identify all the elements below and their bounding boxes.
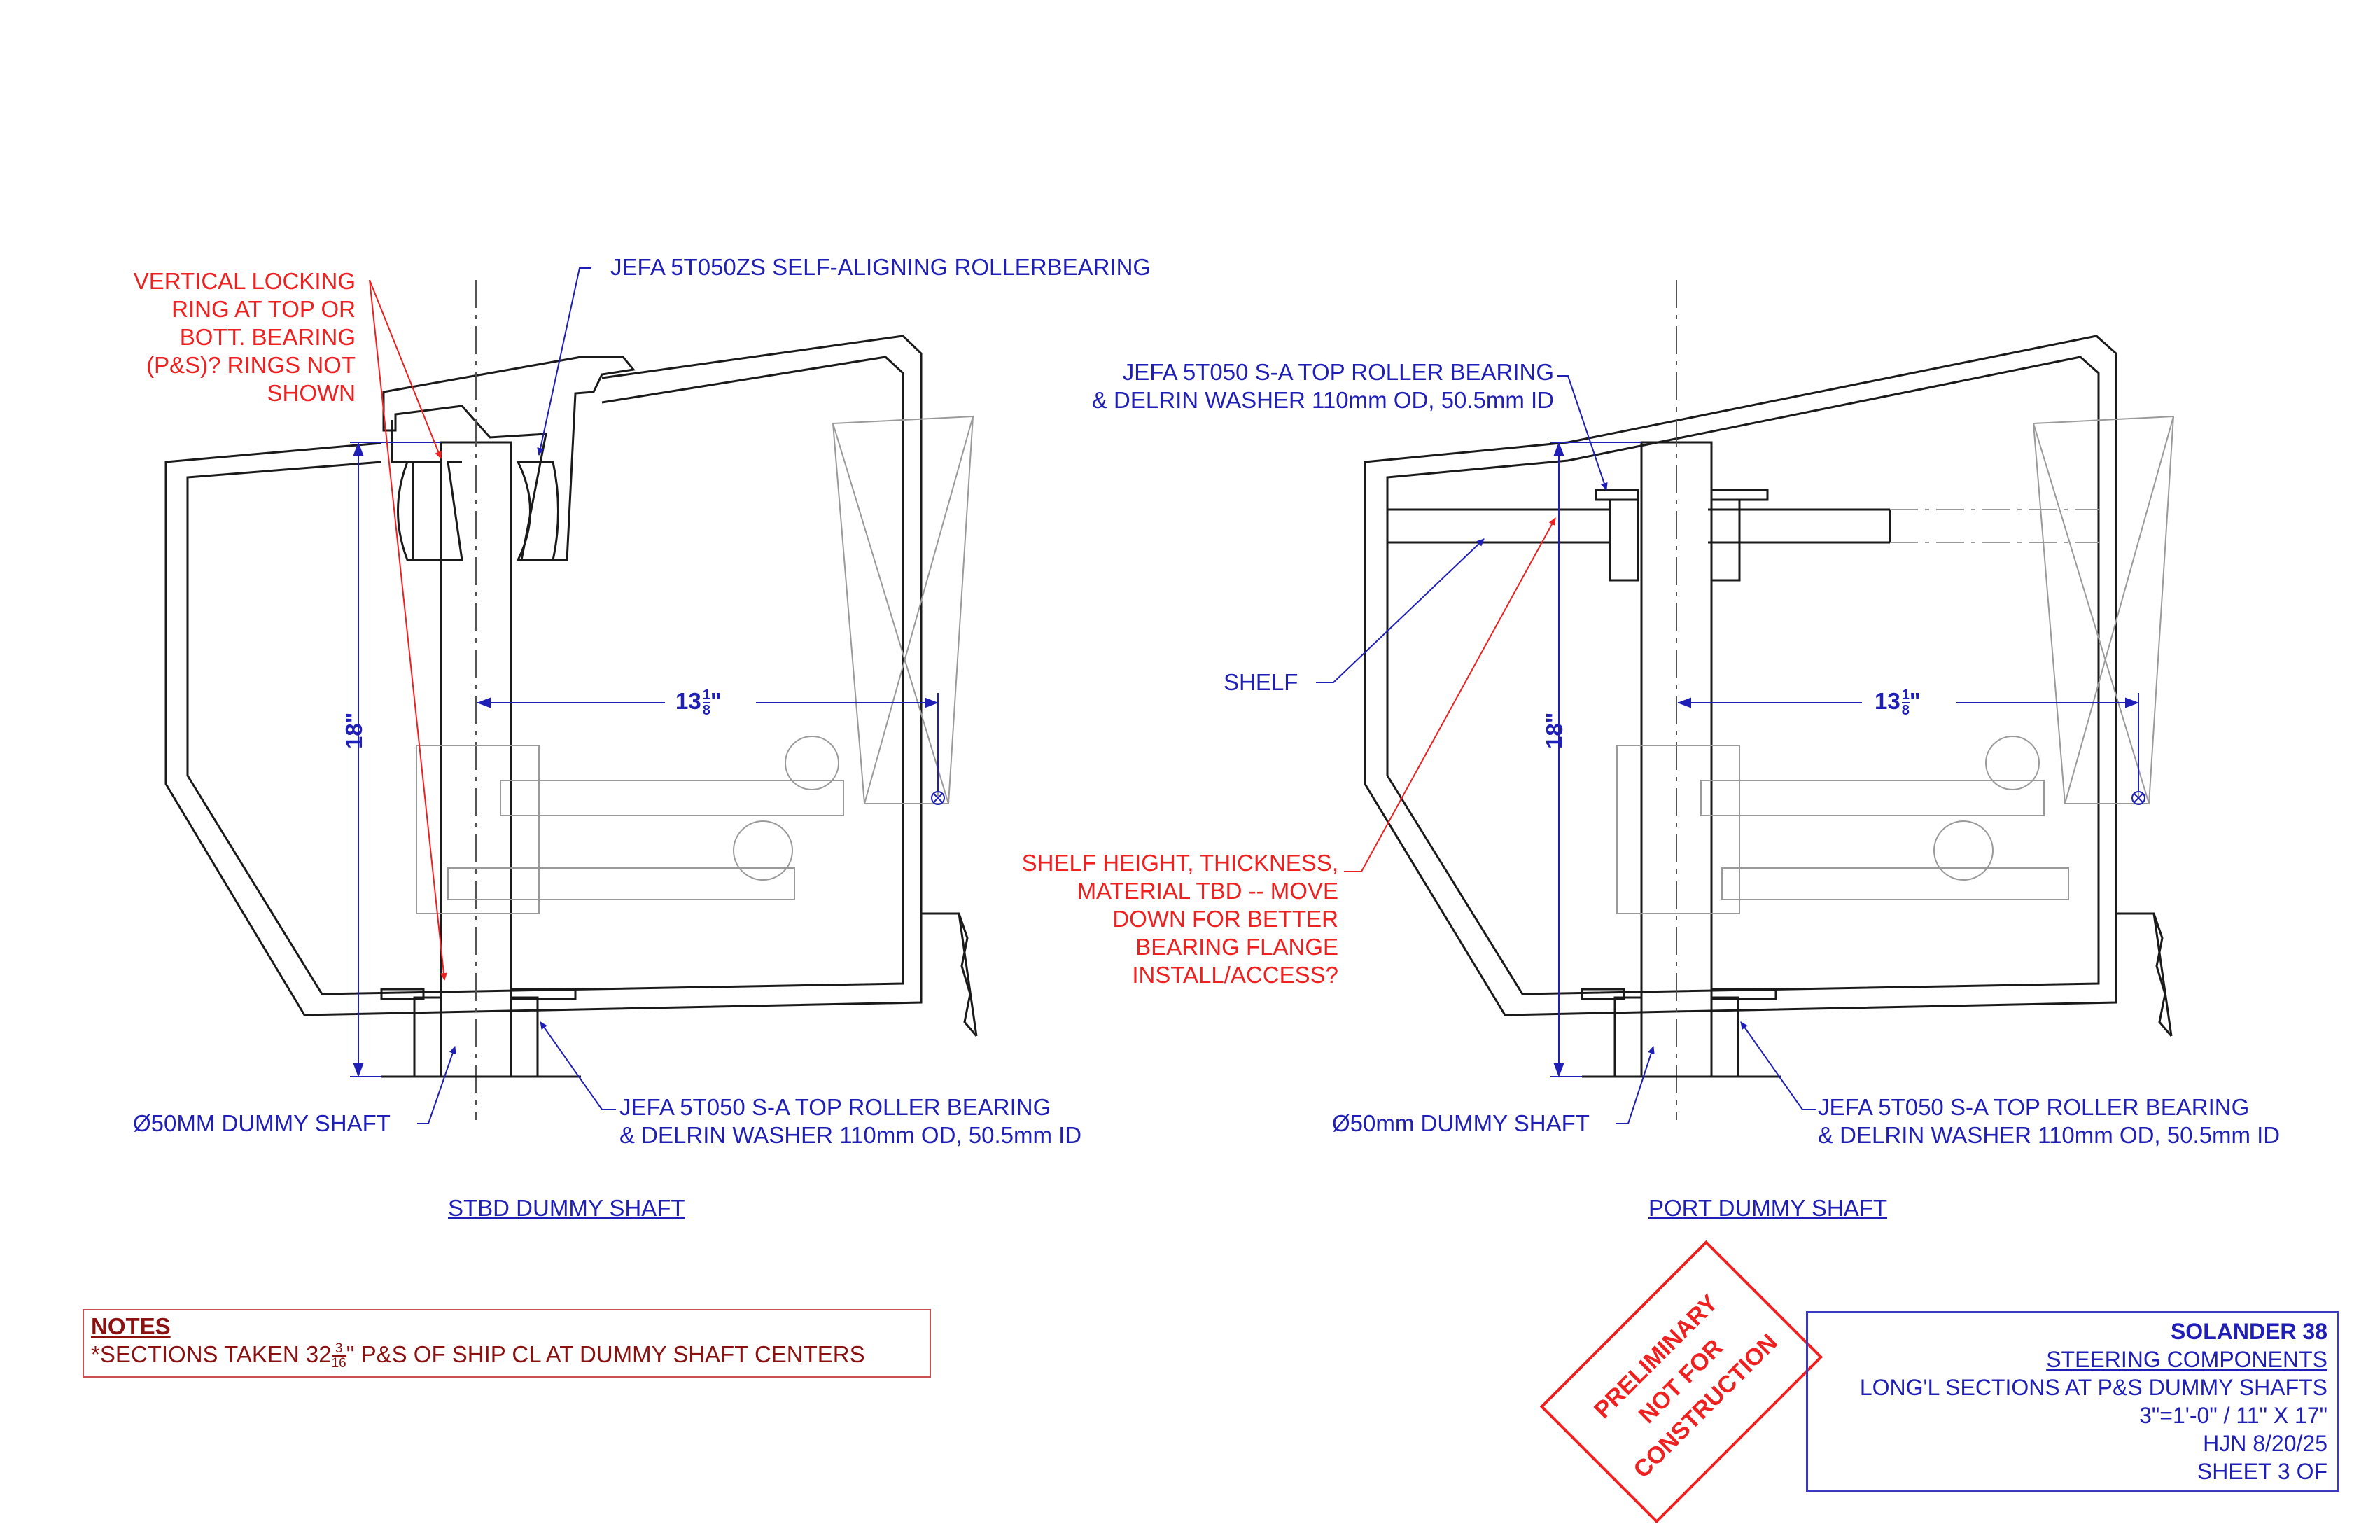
label-line: & DELRIN WASHER 110mm OD, 50.5mm ID (620, 1122, 1082, 1148)
port-pivot-mark (2132, 791, 2146, 805)
note-line: (P&S)? RINGS NOT (146, 352, 356, 378)
stbd-bottom-bearing-label: JEFA 5T050 S-A TOP ROLLER BEARING & DELR… (620, 1093, 1082, 1149)
stbd-dim-horizontal (477, 693, 939, 791)
port-dim-horizontal (1677, 693, 2139, 791)
stbd-pivot-mark (931, 791, 945, 805)
note-line: BOTT. BEARING (179, 324, 356, 350)
dim-frac-num: 1 (1901, 687, 1910, 704)
stbd-shaft-label: Ø50MM DUMMY SHAFT (133, 1110, 391, 1136)
note-line: SHELF HEIGHT, THICKNESS, (1021, 850, 1338, 876)
label-line: JEFA 5T050 S-A TOP ROLLER BEARING (1818, 1094, 2250, 1120)
title-author-date: HJN 8/20/25 (2203, 1431, 2328, 1456)
stbd-top-housing (382, 356, 636, 561)
notes-text-prefix: *SECTIONS TAKEN 32 (91, 1341, 332, 1367)
stbd-ghost-components (416, 415, 974, 914)
note-line: DOWN FOR BETTER (1112, 906, 1338, 932)
notes-text-suffix: " P&S OF SHIP CL AT DUMMY SHAFT CENTERS (346, 1341, 865, 1367)
title-block: SOLANDER 38 STEERING COMPONENTS LONG'L S… (1806, 1311, 2339, 1492)
port-top-bearing-label: JEFA 5T050 S-A TOP ROLLER BEARING & DELR… (980, 358, 1554, 414)
port-hull-outline (1364, 335, 2173, 1037)
port-shaft-label: Ø50mm DUMMY SHAFT (1332, 1110, 1590, 1136)
stbd-section (164, 267, 978, 1124)
stbd-top-bearing-label: JEFA 5T050ZS SELF-ALIGNING ROLLERBEARING (610, 254, 1152, 280)
notes-title: NOTES (91, 1313, 171, 1339)
title-subject: STEERING COMPONENTS (2046, 1347, 2328, 1372)
title-scale: 3"=1'-0" / 11" X 17" (2139, 1403, 2328, 1428)
note-line: RING AT TOP OR (172, 296, 356, 322)
note-line: INSTALL/ACCESS? (1132, 962, 1338, 988)
dim-whole: 13 (676, 688, 701, 714)
note-line: VERTICAL LOCKING (133, 268, 356, 294)
label-line: & DELRIN WASHER 110mm OD, 50.5mm ID (1091, 387, 1554, 413)
port-dummy-shaft (1640, 280, 1713, 1120)
stbd-dim-vertical-text: 18" (341, 712, 367, 749)
dim-unit: " (1909, 688, 1921, 714)
stbd-dim-vertical (350, 442, 441, 1077)
port-shelf-label: SHELF (1224, 669, 1298, 695)
label-line: & DELRIN WASHER 110mm OD, 50.5mm ID (1818, 1122, 2281, 1148)
port-shelf-note: SHELF HEIGHT, THICKNESS, MATERIAL TBD --… (980, 849, 1338, 989)
port-shelf (1387, 508, 1891, 544)
port-bottom-bearing (1581, 988, 1782, 1078)
port-section-title: PORT DUMMY SHAFT (1648, 1195, 1888, 1221)
label-line: JEFA 5T050 S-A TOP ROLLER BEARING (1122, 359, 1554, 385)
title-project: SOLANDER 38 (2170, 1319, 2328, 1344)
stbd-hull-outline (164, 335, 978, 1037)
dim-whole: 13 (1875, 688, 1900, 714)
port-bottom-bearing-label: JEFA 5T050 S-A TOP ROLLER BEARING & DELR… (1818, 1093, 2280, 1149)
title-sheet: SHEET 3 OF (2197, 1459, 2328, 1484)
port-top-bearing (1595, 489, 1769, 582)
port-leaders (1316, 375, 1816, 1124)
stbd-roller-bearing (397, 461, 559, 561)
stbd-dummy-shaft (440, 280, 512, 1120)
dim-frac-den: 8 (702, 703, 710, 719)
port-dim-vertical (1550, 442, 1642, 1077)
stbd-section-title: STBD DUMMY SHAFT (448, 1195, 685, 1221)
stbd-leaders (369, 267, 616, 1124)
label-line: JEFA 5T050 S-A TOP ROLLER BEARING (620, 1094, 1051, 1120)
notes-frac-num: 3 (331, 1342, 346, 1357)
dim-frac-den: 8 (1901, 703, 1910, 719)
dim-unit: " (710, 688, 722, 714)
port-shelf-ghost (1890, 509, 2099, 543)
title-description: LONG'L SECTIONS AT P&S DUMMY SHAFTS (1859, 1375, 2328, 1400)
port-ghost-components (1616, 415, 2175, 914)
port-section (1316, 280, 2175, 1124)
note-line: MATERIAL TBD -- MOVE (1077, 878, 1338, 904)
note-line: SHOWN (267, 380, 356, 406)
port-dim-vertical-text: 18" (1541, 712, 1567, 749)
stbd-locking-ring-note: VERTICAL LOCKING RING AT TOP OR BOTT. BE… (90, 267, 356, 407)
dim-frac-num: 1 (702, 687, 710, 704)
notes-frac-den: 16 (331, 1356, 346, 1371)
stbd-bottom-bearing (380, 988, 581, 1078)
note-line: BEARING FLANGE (1135, 934, 1338, 960)
